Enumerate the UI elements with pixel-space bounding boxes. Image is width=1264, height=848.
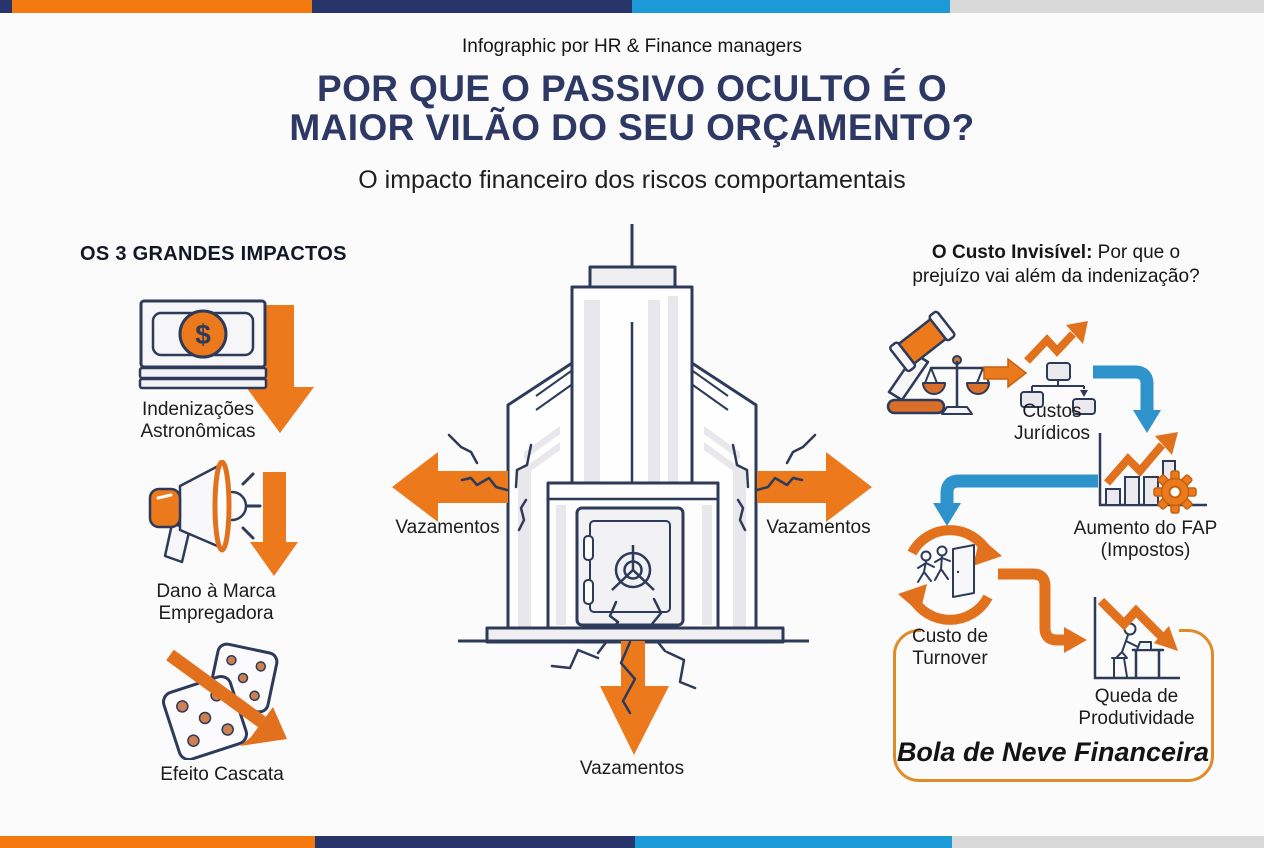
leak-arrow-bottom xyxy=(600,641,669,755)
rising-arrow-icon xyxy=(1024,321,1088,364)
page-subtitle: O impacto financeiro dos riscos comporta… xyxy=(358,166,906,194)
turnover-cycle-icon xyxy=(898,525,1002,625)
banknote-icon: $ xyxy=(138,299,268,390)
productivity-drop-icon xyxy=(1093,597,1180,680)
node-label-aumento-fap: Aumento do FAP(Impostos) xyxy=(1073,518,1218,561)
heading-line2: prejuízo vai além da indenização? xyxy=(912,266,1200,287)
banknote-dollar-down-arrow-icon: $ xyxy=(138,299,314,433)
gear-icon xyxy=(1153,470,1197,514)
kicker-text: Infographic por HR & Finance managers xyxy=(461,36,803,57)
top-bar-segment-orange xyxy=(12,0,312,13)
down-arrow-icon xyxy=(246,305,314,433)
page-title: POR QUE O PASSIVO OCULTO É O MAIOR VILÃO… xyxy=(0,69,1264,147)
leak-arrow-right xyxy=(757,452,872,522)
heading-bold: O Custo Invisível: xyxy=(931,242,1093,263)
top-bar-segment-navy xyxy=(312,0,632,13)
leak-label-right: Vazamentos xyxy=(766,517,871,538)
top-bar-segment-blue xyxy=(632,0,950,13)
vault-icon xyxy=(575,506,685,627)
top-bar-segment-navy-left xyxy=(0,0,12,13)
cracked-building-vault-icon xyxy=(392,224,872,755)
blue-arrow-down-icon xyxy=(1093,365,1161,433)
exit-door-people-icon xyxy=(917,544,975,598)
orange-s-arrow-icon xyxy=(998,568,1087,653)
leak-label-left: Vazamentos xyxy=(395,517,500,538)
declining-arrow-icon xyxy=(166,649,287,746)
dice-declining-arrow-icon xyxy=(161,642,287,760)
leak-arrows xyxy=(392,452,872,755)
arrow-right-icon xyxy=(983,357,1028,389)
bottom-bar-segment-orange xyxy=(0,836,315,848)
megaphone-icon xyxy=(148,460,262,564)
down-arrow-icon xyxy=(250,472,298,576)
bar-chart-gear-icon xyxy=(1098,432,1207,514)
dollar-sign: $ xyxy=(195,319,211,350)
invisible-cost-diagram xyxy=(886,310,1207,680)
bottom-bar-segment-blue xyxy=(635,836,952,848)
org-chart-icon xyxy=(1020,362,1096,415)
bottom-bar-segment-gray xyxy=(952,836,1264,848)
gavel-scales-icon xyxy=(886,310,990,415)
page-title-line2: MAIOR VILÃO DO SEU ORÇAMENTO? xyxy=(289,107,975,148)
megaphone-down-arrow-icon xyxy=(148,460,298,576)
leak-arrow-left xyxy=(392,452,508,522)
heading-tail: Por que o xyxy=(1092,242,1181,263)
snowball-label: Bola de Neve Financeira xyxy=(896,737,1210,767)
impacts-heading: OS 3 GRANDES IMPACTOS xyxy=(80,243,347,265)
invisible-cost-heading: O Custo Invisível: Por que o prejuízo va… xyxy=(874,241,1238,289)
bottom-bar-segment-navy xyxy=(315,836,635,848)
top-bar-segment-gray xyxy=(950,0,1264,13)
cracks xyxy=(447,433,817,715)
leak-label-bottom: Vazamentos xyxy=(579,758,685,779)
blue-arrow-left-down-icon xyxy=(933,474,1098,526)
page-title-line1: POR QUE O PASSIVO OCULTO É O xyxy=(316,68,947,109)
impact-label-3: Efeito Cascata xyxy=(160,764,284,785)
